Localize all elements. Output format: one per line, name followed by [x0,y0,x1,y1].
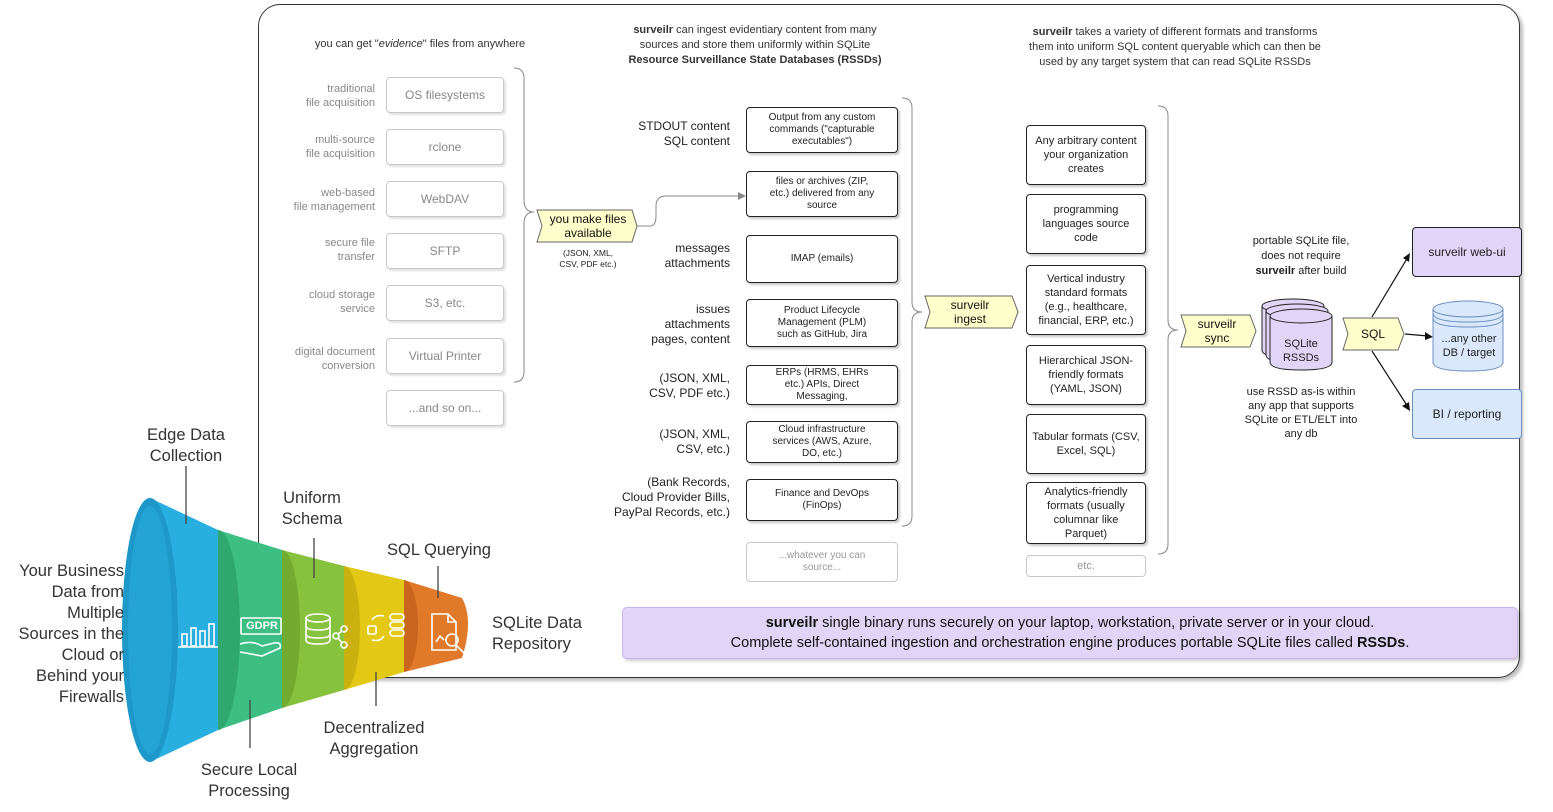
ingest-box-plm: Product Lifecycle Management (PLM) such … [746,299,898,347]
make-available-note: (JSON, XML, CSV, PDF etc.) [559,248,617,269]
database-share-icon [305,613,348,649]
ingest-label: (JSON, XML, CSV, PDF etc.) [649,371,730,400]
ingest-tag: surveilr ingest [950,298,990,326]
sources-bracket [513,67,535,383]
make-available-tag-shape [536,209,638,243]
sql-tag-shape [1342,317,1405,351]
format-box-source-code: programming languages source code [1026,194,1146,254]
target-db-label: ...any other DB / target [1441,333,1497,359]
funnel-graphic [122,466,468,762]
rssd-label: SQLite RSSDs [1282,338,1320,364]
source-box-s3: S3, etc. [386,285,504,321]
sync-tag-shape [1180,314,1257,348]
funnel-label-edge: Edge Data Collection [147,426,225,465]
rssd-database-icon [1261,298,1333,371]
ingest-label: STDOUT content SQL content [638,119,730,148]
format-box-analytics: Analytics-friendly formats (usually colu… [1026,482,1146,544]
target-webui: surveilr web-ui [1412,227,1522,277]
document-search-icon [431,613,465,654]
hand-shield-icon [239,617,282,657]
ingest-tag-shape [924,295,1019,329]
source-box-os-filesystems: OS filesystems [386,77,504,113]
use-note: use RSSD as-is within any app that suppo… [1244,386,1358,440]
funnel-label-secure: Secure Local Processing [200,761,298,800]
arrow-to-webui [1371,256,1409,318]
funnel-segment-repository [404,580,468,672]
source-label: digital document conversion [294,346,375,372]
source-label: traditional file acquisition [305,83,375,109]
source-box-rclone: rclone [386,129,504,165]
ingest-box-erps: ERPs (HRMS, EHRs etc.) APIs, Direct Mess… [746,365,898,405]
ingest-label: (Bank Records, Cloud Provider Bills, Pay… [613,475,730,519]
ingest-box-imap: IMAP (emails) [746,235,898,283]
header-middle: surveilr can ingest evidentiary content … [628,24,882,66]
funnel-label-uniform: Uniform Schema [281,489,343,528]
sync-database-icon [367,613,405,642]
format-box-vertical-industry: Vertical industry standard formats (e.g.… [1026,265,1146,335]
ingest-box-custom-commands: Output from any custom commands ("captur… [746,107,898,153]
source-label: cloud storage service [308,289,375,315]
source-box-and-so-on: ...and so on... [386,390,504,426]
arrow-to-db [1404,333,1429,337]
format-box-hierarchical: Hierarchical JSON- friendly formats (YAM… [1026,345,1146,405]
source-label: multi-source file acquisition [305,134,375,160]
funnel-label-repository: SQLite Data Repository [492,614,582,653]
format-box-arbitrary: Any arbitrary content your organization … [1026,125,1146,185]
funnel-segment-aggregation [344,566,404,690]
source-label: secure file transfer [324,237,375,263]
format-box-etc: etc. [1026,555,1146,577]
formats-bracket [1157,105,1179,555]
ingest-bracket [901,97,923,527]
make-available-arrow [637,195,742,227]
summary-banner: surveilr single binary runs securely on … [622,607,1518,659]
make-available-arrowhead [738,192,746,200]
ingest-box-finops: Finance and DevOps (FinOps) [746,479,898,521]
portable-note: portable SQLite file, does not require s… [1252,235,1350,277]
source-box-webdav: WebDAV [386,181,504,217]
sync-tag: surveilr sync [1197,317,1237,345]
ingest-box-cloud-infra: Cloud infrastructure services (AWS, Azur… [746,421,898,463]
target-bi: BI / reporting [1412,389,1522,439]
source-box-virtual-printer: Virtual Printer [386,338,504,374]
header-left: you can get "evidence" files from anywhe… [314,38,526,50]
funnel-label-sql: SQL Querying [387,541,491,559]
ingest-label: (JSON, XML, CSV, etc.) [659,427,730,456]
make-available-tag: you make files available [549,212,627,240]
ingest-box-files-archives: files or archives (ZIP, etc.) delivered … [746,171,898,217]
arrow-to-bi [1371,350,1409,408]
sql-tag: SQL [1360,327,1385,341]
gdpr-icon-text: GDPR [246,620,278,632]
funnel-label-decentral: Decentralized Aggregation [323,719,425,758]
source-box-sftp: SFTP [386,233,504,269]
target-db-icon [1432,300,1504,372]
funnel-left-label: Your Business Data from Multiple Sources… [18,562,124,706]
format-box-tabular: Tabular formats (CSV, Excel, SQL) [1026,414,1146,474]
source-label: web-based file management [293,187,375,213]
ingest-box-whatever: ...whatever you can source... [746,542,898,582]
ingest-label: messages attachments [664,241,730,270]
bar-chart-icon [178,623,218,648]
header-right: surveilr takes a variety of different fo… [1029,26,1321,68]
ingest-label: issues attachments pages, content [651,302,730,346]
